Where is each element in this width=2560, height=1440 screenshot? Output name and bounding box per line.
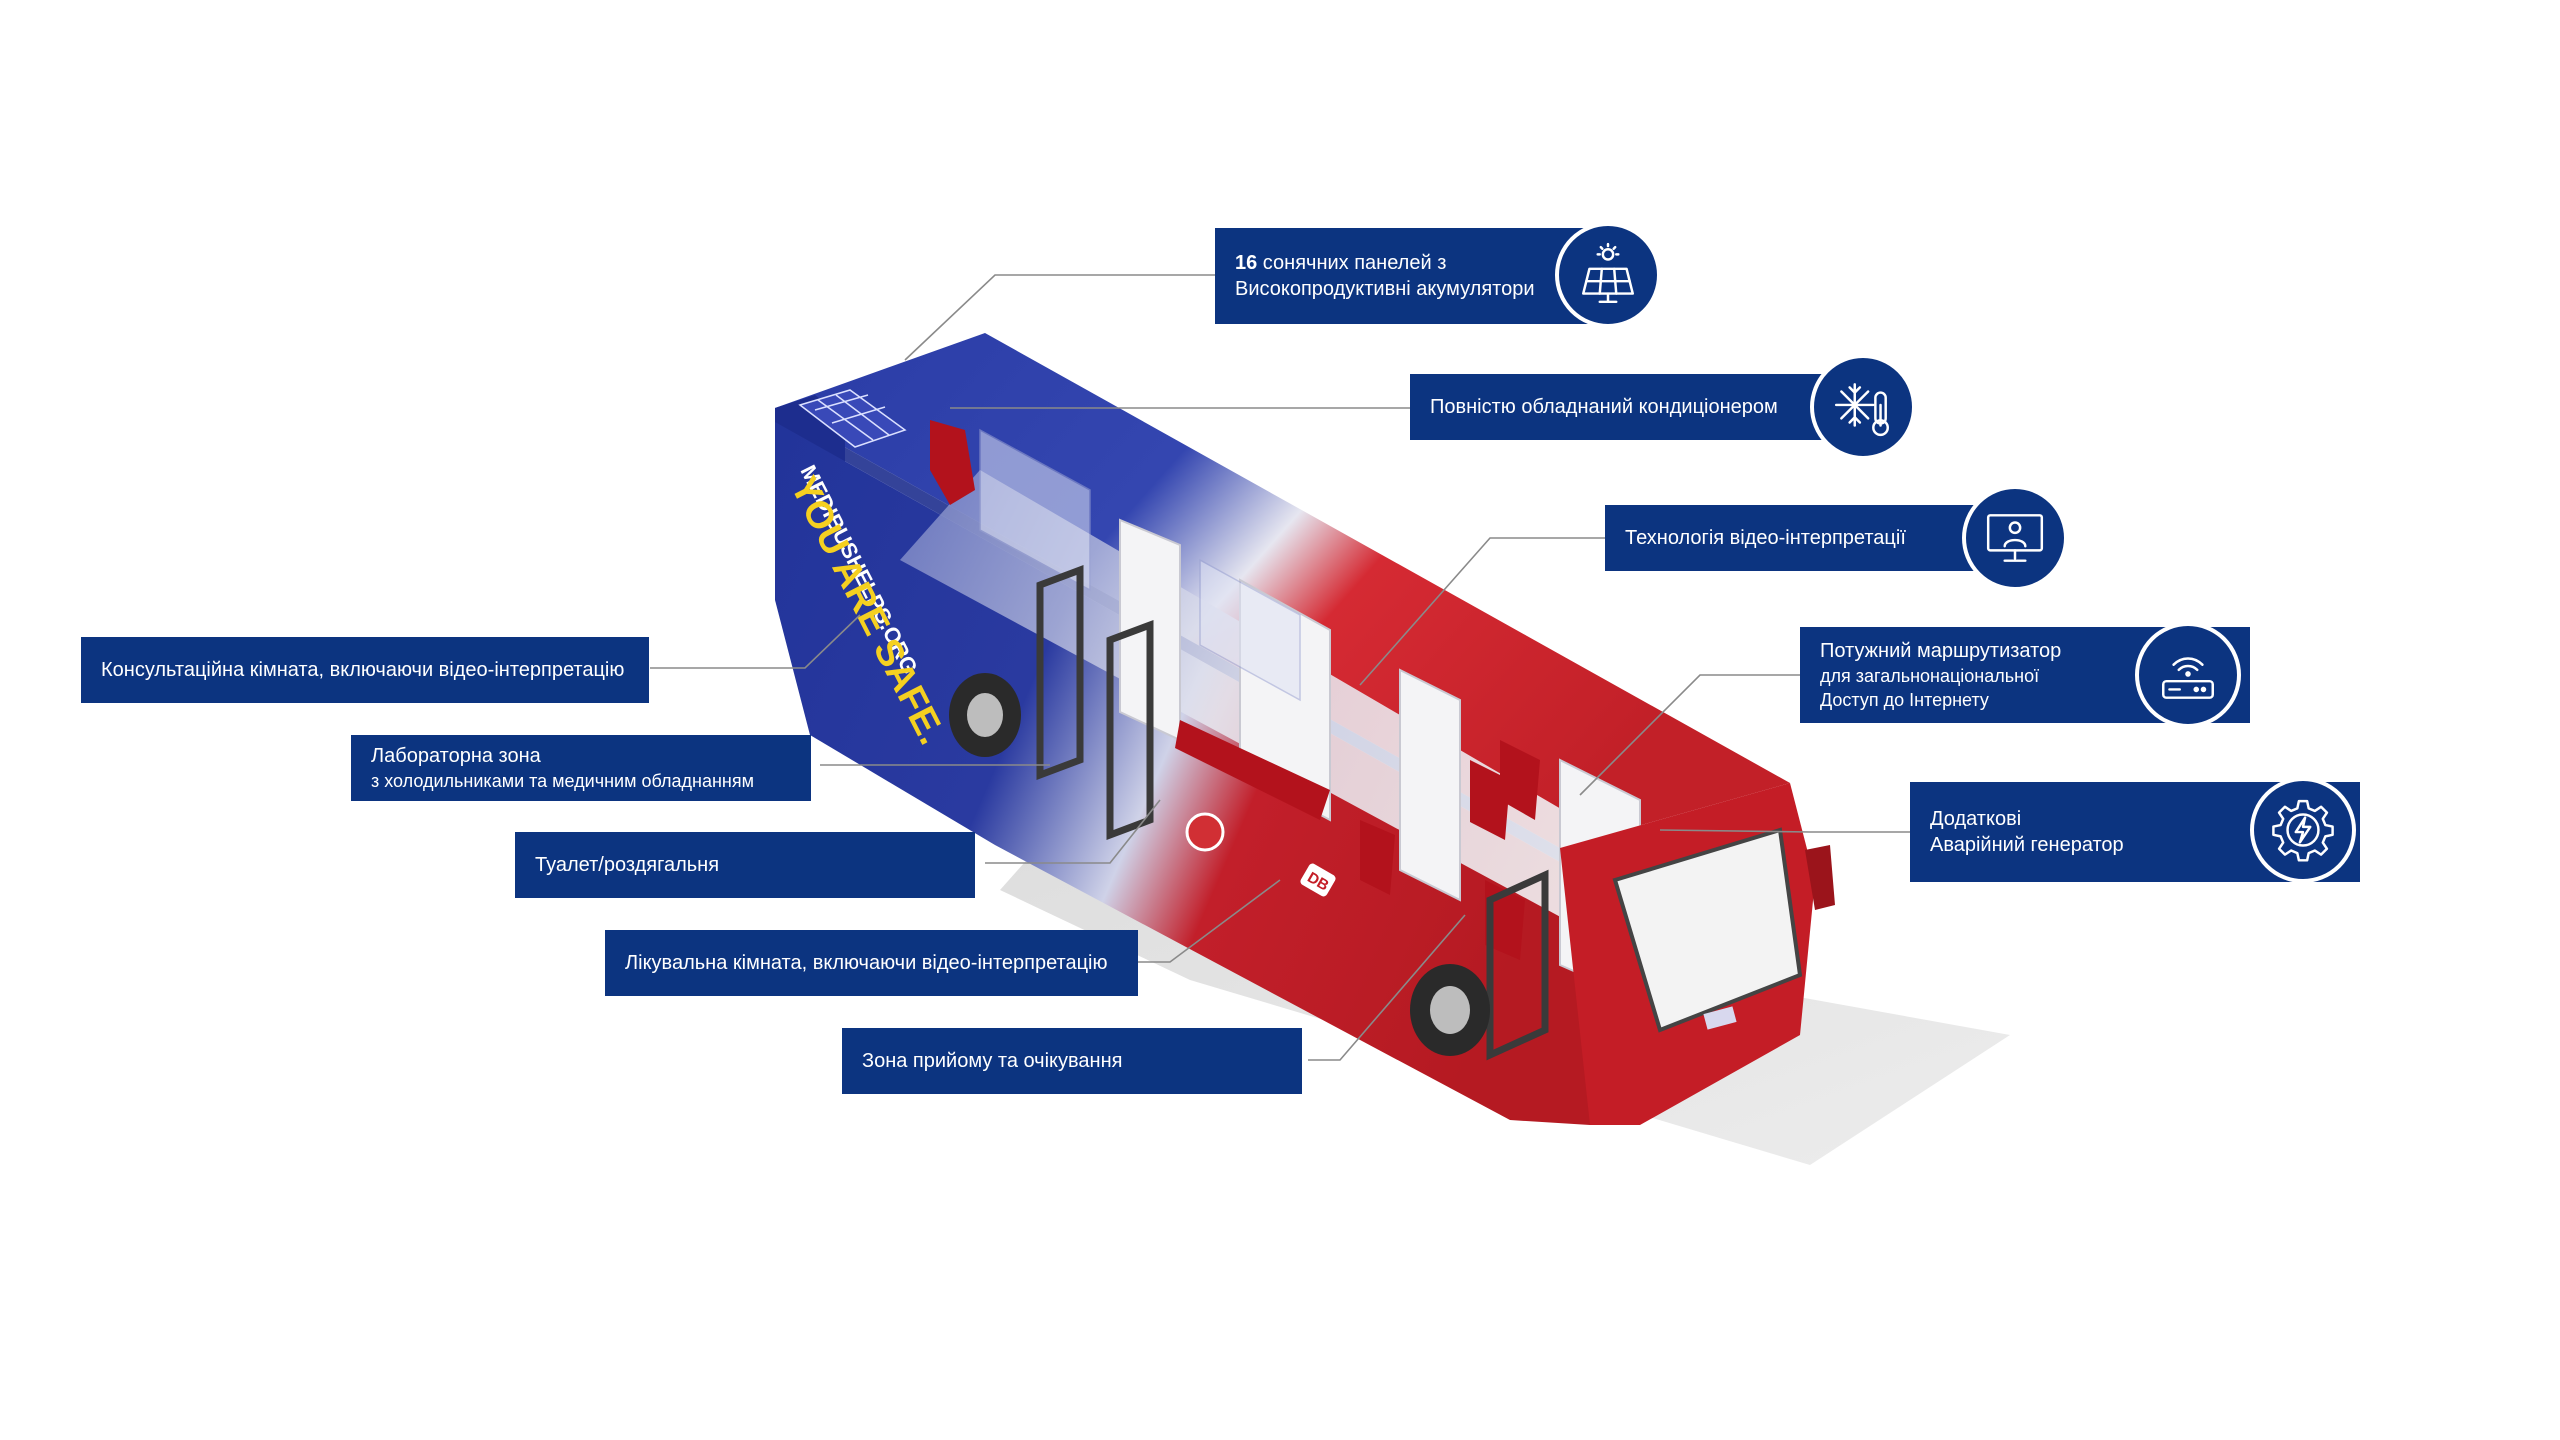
callout-lab-line1: Лабораторна зона bbox=[371, 745, 541, 767]
bus-windshield bbox=[1612, 827, 1803, 1033]
callout-treatment-line1: Лікувальна кімната, включаючи відео-інте… bbox=[625, 952, 1108, 974]
callout-reception-line1: Зона прийому та очікування bbox=[862, 1050, 1123, 1072]
bus-windows bbox=[979, 428, 1301, 702]
family-emblem bbox=[1185, 812, 1225, 852]
bus-doors bbox=[1036, 564, 1549, 1061]
monitor-person-icon bbox=[1962, 485, 2068, 591]
db-logo: DB bbox=[1300, 863, 1336, 897]
gear-lightning-icon bbox=[2250, 777, 2356, 883]
callout-video-line1: Технологія відео-інтерпретації bbox=[1625, 527, 1906, 549]
callout-consultation-room: Консультаційна кімната, включаючи відео-… bbox=[81, 637, 649, 703]
callout-solar-line1: 16 сонячних панелей з bbox=[1235, 252, 1447, 274]
side-mirror bbox=[1805, 845, 1835, 910]
callout-lab-area: Лабораторна зона з холодильниками та мед… bbox=[351, 735, 811, 801]
wheels bbox=[949, 673, 1490, 1056]
callout-solar-panels: 16 сонячних панелей з Високопродуктивні … bbox=[1215, 228, 1610, 324]
callout-consult-line1: Консультаційна кімната, включаючи відео-… bbox=[101, 659, 625, 681]
solar-panel-icon bbox=[1555, 222, 1661, 328]
snowflake-thermometer-icon bbox=[1810, 354, 1916, 460]
callout-router-line2: для загальнонаціональної bbox=[1820, 666, 2040, 686]
callout-treatment-room: Лікувальна кімната, включаючи відео-інте… bbox=[605, 930, 1138, 996]
callout-router-line1: Потужний маршрутизатор bbox=[1820, 640, 2062, 662]
front-plate bbox=[1703, 1006, 1737, 1030]
leader-lines bbox=[650, 274, 1910, 1061]
callout-ac-line1: Повністю обладнаний кондиціонером bbox=[1430, 396, 1778, 418]
callout-generator-line1: Додаткові bbox=[1930, 808, 2022, 830]
callout-air-conditioning: Повністю обладнаний кондиціонером bbox=[1410, 374, 1860, 440]
callout-generator-line2: Аварійний генератор bbox=[1930, 834, 2124, 856]
callout-toilet: Туалет/роздягальня bbox=[515, 832, 975, 898]
callout-reception: Зона прийому та очікування bbox=[842, 1028, 1302, 1094]
router-wifi-icon bbox=[2135, 622, 2241, 728]
solar-panels bbox=[798, 389, 907, 448]
callout-solar-line2: Високопродуктивні акумулятори bbox=[1235, 278, 1535, 300]
red-seats bbox=[930, 420, 1540, 960]
callout-router-line3: Доступ до Інтернету bbox=[1820, 690, 1989, 710]
callout-toilet-line1: Туалет/роздягальня bbox=[535, 854, 720, 876]
callout-lab-line2: з холодильниками та медичним обладнанням bbox=[371, 771, 754, 791]
